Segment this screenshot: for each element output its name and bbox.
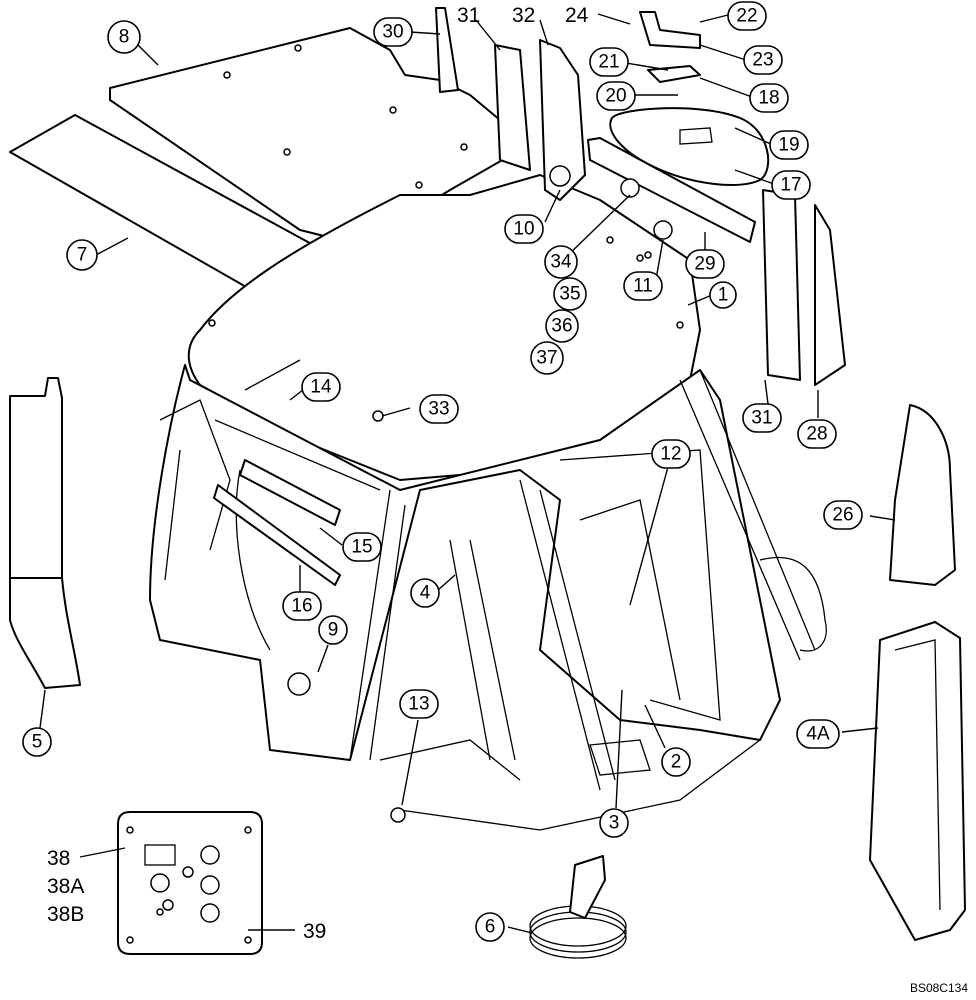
callout-4A: 4A xyxy=(796,719,840,749)
callout-label: 8 xyxy=(119,27,130,48)
callout-label: 12 xyxy=(660,444,681,465)
callout-31-lower: 31 xyxy=(742,403,782,433)
label-32: 32 xyxy=(512,4,535,27)
callout-26: 26 xyxy=(823,500,863,530)
callout-8: 8 xyxy=(107,20,141,54)
callout-label: 11 xyxy=(633,276,653,297)
pillar-trims-top xyxy=(435,7,586,201)
callout-6: 6 xyxy=(475,912,505,942)
plugs xyxy=(287,165,673,823)
callout-label: 23 xyxy=(752,50,773,71)
callout-37: 37 xyxy=(530,341,564,375)
post-trim-5 xyxy=(9,377,81,689)
label-38: 38 xyxy=(47,847,70,870)
seal-coil-6 xyxy=(529,855,627,959)
diagram-code: BS08C134 xyxy=(910,981,968,995)
callout-label: 6 xyxy=(485,917,496,938)
side-panels xyxy=(762,189,956,586)
callout-label: 4A xyxy=(806,724,830,745)
callout-label: 17 xyxy=(780,175,801,196)
callout-33: 33 xyxy=(419,394,459,424)
label-24: 24 xyxy=(565,4,589,27)
callout-label: 19 xyxy=(778,135,799,156)
callout-34: 34 xyxy=(544,245,578,279)
callout-19: 19 xyxy=(769,130,809,160)
callout-30: 30 xyxy=(373,17,413,47)
cab-frame xyxy=(149,359,827,831)
callout-label: 30 xyxy=(382,22,403,43)
callout-label: 4 xyxy=(420,583,431,604)
callout-29: 29 xyxy=(685,249,725,279)
callout-12: 12 xyxy=(651,439,691,469)
leader-lines xyxy=(39,13,896,934)
callout-label: 29 xyxy=(694,254,715,275)
callout-label: 18 xyxy=(758,88,779,109)
callout-label: 26 xyxy=(832,505,853,526)
callout-label: 3 xyxy=(609,813,620,834)
callout-label: 22 xyxy=(736,6,757,27)
callout-35: 35 xyxy=(553,277,587,311)
callout-label: 13 xyxy=(408,694,429,715)
callout-1: 1 xyxy=(709,281,737,309)
callout-3: 3 xyxy=(599,808,629,838)
label-38b: 38B xyxy=(47,903,84,926)
callout-label: 35 xyxy=(559,284,580,305)
callout-label: 20 xyxy=(605,86,626,107)
callout-18: 18 xyxy=(749,83,789,113)
callout-28: 28 xyxy=(797,419,837,449)
callout-21: 21 xyxy=(589,47,629,77)
label-31-top: 31 xyxy=(457,4,480,27)
callout-label: 5 xyxy=(32,732,43,753)
callout-label: 7 xyxy=(77,245,88,266)
mirror-assembly xyxy=(587,11,770,243)
callout-label: 1 xyxy=(718,285,729,306)
callout-label: 10 xyxy=(513,219,534,240)
callout-label: 37 xyxy=(536,348,557,369)
callout-16: 16 xyxy=(282,591,322,621)
label-39: 39 xyxy=(303,920,326,943)
callout-label: 31 xyxy=(751,408,772,429)
callout-label: 16 xyxy=(291,596,312,617)
callout-5: 5 xyxy=(22,727,52,757)
callout-23: 23 xyxy=(743,45,783,75)
callout-label: 14 xyxy=(310,377,332,398)
callout-label: 9 xyxy=(328,620,339,641)
callout-label: 28 xyxy=(806,424,827,445)
callout-13: 13 xyxy=(399,689,439,719)
callout-7: 7 xyxy=(66,239,98,271)
callout-label: 33 xyxy=(428,399,449,420)
label-38a: 38A xyxy=(47,875,84,898)
callout-17: 17 xyxy=(771,170,811,200)
trim-strips xyxy=(213,459,341,586)
callout-10: 10 xyxy=(504,214,544,244)
callout-36: 36 xyxy=(545,309,579,343)
callout-label: 2 xyxy=(671,752,682,773)
post-trim-4a xyxy=(869,621,966,941)
callout-22: 22 xyxy=(727,1,767,31)
callout-15: 15 xyxy=(342,532,382,562)
callout-label: 21 xyxy=(598,52,619,73)
callout-label: 34 xyxy=(550,252,572,273)
callout-2: 2 xyxy=(661,747,691,777)
callout-4: 4 xyxy=(410,578,440,608)
callout-label: 36 xyxy=(551,316,572,337)
callout-20: 20 xyxy=(596,81,636,111)
callout-label: 15 xyxy=(351,537,372,558)
callout-14: 14 xyxy=(301,372,341,402)
callout-9: 9 xyxy=(318,615,348,645)
callout-11: 11 xyxy=(623,271,663,301)
switch-panel-38 xyxy=(117,811,263,955)
